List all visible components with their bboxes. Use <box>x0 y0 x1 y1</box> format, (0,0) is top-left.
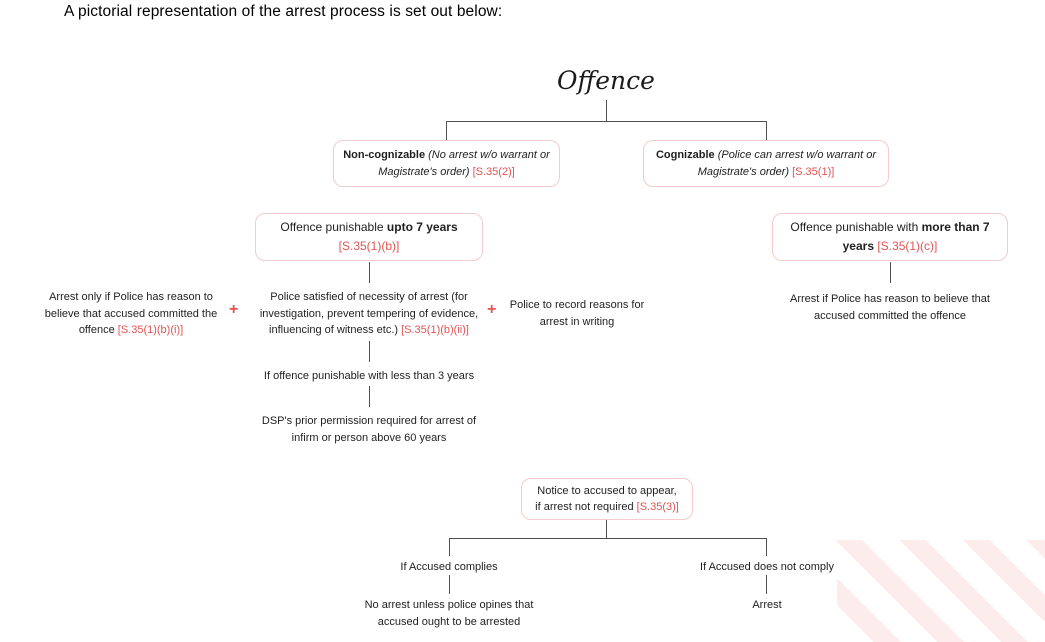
node-notice-to-appear: Notice to accused to appear, if arrest n… <box>521 478 693 520</box>
connector-line <box>890 262 891 283</box>
node-title: Cognizable <box>655 149 715 161</box>
node-dsp-permission: DSP's prior permission required for arre… <box>261 415 477 444</box>
node-accused-complies: If Accused complies <box>400 561 498 573</box>
node-offence: Offence <box>557 66 655 95</box>
node-text: Offence punishable <box>280 220 384 235</box>
connector-line <box>606 100 607 121</box>
citation: [S.35(1)] <box>792 165 835 178</box>
node-arrest: Arrest <box>752 599 782 611</box>
node-no-arrest: No arrest unless police opines that accu… <box>364 599 534 628</box>
node-detail: (Police can arrest w/o warrant or Magist… <box>697 149 877 178</box>
page-title: A pictorial representation of the arrest… <box>64 3 503 20</box>
node-less-than-3-years: If offence punishable with less than 3 y… <box>263 370 475 382</box>
plus-icon: + <box>229 301 239 318</box>
plus-icon: + <box>487 301 497 318</box>
connector-line <box>766 575 767 594</box>
citation: [S.35(1)(b)(i)] <box>117 324 184 336</box>
node-arrest-only-if: Arrest only if Police has reason to beli… <box>35 289 227 339</box>
citation: [S.35(1)(b)] <box>338 239 400 253</box>
node-text: if arrest not required <box>535 501 634 513</box>
watermark-stripes <box>837 540 1045 642</box>
node-record-reasons: Police to record reasons for arrest in w… <box>509 299 645 328</box>
connector-line <box>449 575 450 594</box>
node-cognizable: Cognizable (Police can arrest w/o warran… <box>643 140 889 187</box>
node-more-than-7-years: Offence punishable with more than 7 year… <box>772 213 1008 261</box>
connector-line <box>766 538 767 556</box>
connector-line <box>446 121 767 122</box>
node-non-cognizable: Non-cognizable (No arrest w/o warrant or… <box>333 140 560 187</box>
node-detail: (No arrest w/o warrant or Magistrate's o… <box>378 149 550 178</box>
citation: [S.35(2)] <box>472 165 515 178</box>
node-upto-7-years: Offence punishable upto 7 years [S.35(1)… <box>255 213 483 261</box>
node-title: Non-cognizable <box>343 149 426 161</box>
node-text-bold: more than 7 years <box>842 220 990 253</box>
connector-line <box>766 121 767 140</box>
node-text: Police satisfied of necessity of arrest … <box>259 291 479 336</box>
node-text: Offence punishable with <box>790 220 919 235</box>
node-text: Notice to accused to appear, <box>537 484 677 497</box>
connector-line <box>449 538 767 539</box>
citation: [S.35(1)(c)] <box>877 239 938 253</box>
connector-line <box>606 520 607 538</box>
node-arrest-if-reason: Arrest if Police has reason to believe t… <box>790 293 990 322</box>
connector-line <box>446 121 447 140</box>
citation: [S.35(1)(b)(ii)] <box>401 324 469 336</box>
connector-line <box>369 341 370 362</box>
connector-line <box>369 386 370 407</box>
node-accused-does-not-comply: If Accused does not comply <box>700 561 834 573</box>
node-text-bold: upto 7 years <box>386 220 458 235</box>
citation: [S.35(3)] <box>636 501 679 513</box>
connector-line <box>369 262 370 283</box>
connector-line <box>449 538 450 556</box>
node-text: Arrest only if Police has reason to beli… <box>44 291 218 336</box>
node-police-satisfied: Police satisfied of necessity of arrest … <box>250 289 488 339</box>
